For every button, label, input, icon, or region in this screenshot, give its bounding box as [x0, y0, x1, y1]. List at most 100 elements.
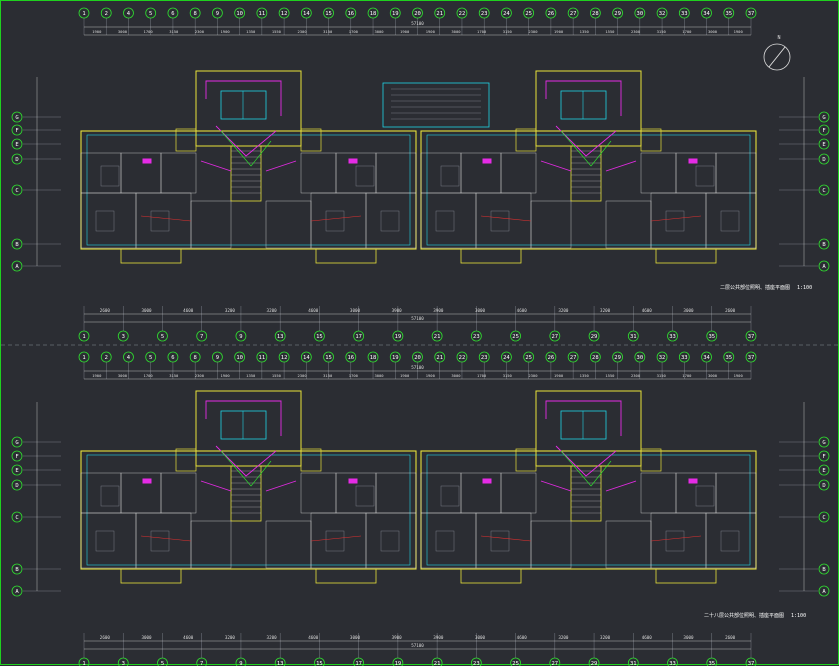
row-bubble-right — [818, 450, 830, 462]
furniture — [720, 210, 740, 232]
dim-text-bottom: 3000 — [475, 308, 486, 313]
row-bubble-right — [818, 138, 830, 150]
axis-bubble-top-label: 18 — [370, 355, 377, 361]
dim-text-top: 2300 — [631, 29, 641, 34]
axis-bubble-top-label: 27 — [570, 11, 577, 17]
wiring-circuit-green — [560, 450, 612, 487]
dim-text-bottom: 4600 — [517, 635, 528, 640]
dim-text-top: 2300 — [528, 373, 538, 378]
elevator-shaft — [560, 90, 607, 120]
room-partition — [460, 152, 502, 194]
axis-bubble-top-label: 33 — [681, 11, 688, 17]
north-arrow-label: N — [777, 35, 780, 41]
axis-bubble-bottom-label: 1 — [82, 661, 85, 666]
axis-bubble-top-label: 29 — [614, 355, 621, 361]
dim-text-bottom: 2600 — [100, 308, 111, 313]
row-bubble-left-label: F — [15, 128, 18, 134]
axis-bubble-top-label: 9 — [216, 11, 219, 17]
axis-bubble-bottom-label: 9 — [239, 334, 242, 340]
row-bubble-left — [11, 464, 23, 476]
room-partition — [135, 512, 192, 569]
row-bubble-left — [11, 511, 23, 523]
dim-text-bottom: 3200 — [267, 308, 278, 313]
room-partition — [310, 512, 367, 569]
elevator-shaft — [560, 410, 607, 440]
distribution-panel — [142, 158, 152, 164]
room-partition — [530, 200, 572, 249]
row-bubble-left-label: G — [15, 115, 18, 121]
axis-bubble-top-label: 1 — [82, 11, 85, 17]
row-bubble-left — [11, 479, 23, 491]
row-bubble-left-label: E — [15, 142, 18, 148]
axis-bubble-bottom-label: 1 — [82, 334, 85, 340]
dim-text-top: 1900 — [221, 373, 231, 378]
furniture — [720, 530, 740, 552]
dim-text-top: 2300 — [297, 373, 307, 378]
row-bubble-left-label: E — [15, 468, 18, 474]
north-arrow-needle — [768, 46, 786, 68]
room-partition — [365, 192, 417, 249]
dim-text-total-top: 57100 — [411, 21, 424, 26]
row-bubble-left — [11, 260, 23, 272]
row-bubble-right-label: A — [822, 264, 826, 270]
row-bubble-right — [818, 585, 830, 597]
dim-text-bottom: 3000 — [141, 308, 152, 313]
furniture — [695, 165, 715, 187]
shaft-right — [300, 448, 322, 472]
axis-bubble-top-label: 34 — [703, 11, 710, 17]
dim-text-top: 1900 — [734, 29, 744, 34]
dim-text-top: 3150 — [657, 29, 667, 34]
axis-bubble-top-label: 8 — [194, 11, 197, 17]
room-partition — [310, 192, 367, 249]
axis-bubble-top-label: 20 — [414, 355, 421, 361]
row-bubble-left — [11, 450, 23, 462]
room-partition — [640, 152, 677, 194]
title-upper-text: 二层公共部位照明、插座平面图 — [720, 285, 791, 291]
room-partition — [80, 192, 137, 249]
row-bubble-right — [818, 563, 830, 575]
axis-bubble-bottom-label: 31 — [630, 661, 637, 666]
balcony — [655, 568, 717, 584]
unit-outer-wall — [80, 130, 417, 250]
furniture — [380, 530, 400, 552]
row-bubble-right-label: G — [822, 115, 825, 121]
elevator-shaft — [220, 90, 267, 120]
dim-text-bottom: 4600 — [517, 308, 528, 313]
dim-text-top: 1550 — [272, 29, 282, 34]
axis-bubble-bottom-label: 17 — [355, 334, 362, 340]
row-bubble-right-label: B — [822, 567, 826, 573]
axis-bubble-top-label: 23 — [481, 355, 488, 361]
axis-bubble-top-label: 2 — [105, 355, 108, 361]
axis-bubble-top-label: 16 — [347, 11, 354, 17]
row-bubble-left — [11, 436, 23, 448]
axis-bubble-top-label: 30 — [637, 355, 644, 361]
axis-bubble-bottom-label: 7 — [200, 334, 203, 340]
dim-text-top: 1900 — [221, 29, 231, 34]
unit-outer-wall — [420, 130, 757, 250]
dim-text-bottom: 3200 — [225, 635, 236, 640]
row-bubble-right-label: B — [822, 242, 826, 248]
axis-bubble-top-label: 25 — [525, 355, 532, 361]
unit-outer-wall — [80, 450, 417, 570]
unit-inner-outline — [86, 134, 411, 246]
dim-text-bottom: 3200 — [558, 635, 569, 640]
row-bubble-right — [818, 111, 830, 123]
row-bubble-left — [11, 153, 23, 165]
dim-text-top: 1350 — [246, 373, 256, 378]
unit-inner-outline — [426, 454, 751, 566]
axis-bubble-bottom-label: 33 — [669, 334, 676, 340]
row-bubble-right — [818, 479, 830, 491]
room-partition — [460, 472, 502, 514]
dim-text-top: 1550 — [605, 373, 615, 378]
dim-text-top: 1350 — [580, 29, 590, 34]
distribution-panel — [688, 478, 698, 484]
room-partition — [500, 152, 537, 194]
furniture — [355, 165, 375, 187]
dim-text-bottom: 3000 — [141, 635, 152, 640]
distribution-panel — [348, 158, 358, 164]
dim-text-top: 3150 — [169, 29, 179, 34]
axis-bubble-bottom-label: 23 — [473, 334, 480, 340]
furniture — [355, 485, 375, 507]
dim-text-top: 3150 — [169, 373, 179, 378]
